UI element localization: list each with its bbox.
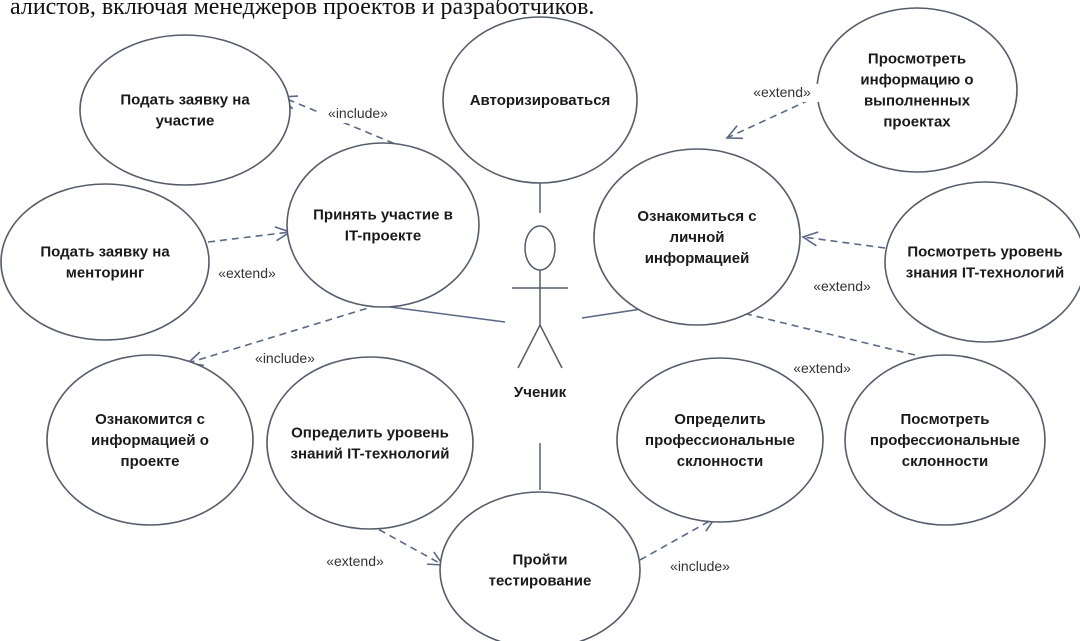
usecase-label: личной [670,229,725,246]
usecase-label: знаний IT-технологий [291,446,450,463]
usecase-label: Ознакомится с [95,411,205,428]
extend-arrow-it-knowledge [801,231,886,249]
usecase-apply-mentoring[interactable]: Подать заявку на менторинг [0,183,210,341]
arrowhead [801,231,819,247]
usecase-label: информацией о [91,432,209,449]
relation-label-extend-testing: «extend» [326,553,384,569]
usecase-ellipse [439,491,641,641]
usecase-view-completed-projects[interactable]: Просмотреть информацию о выполненных проект… [816,7,1018,173]
usecase-project-info[interactable]: Ознакомится с информацией о проекте [46,354,254,526]
usecase-label: проектах [883,114,951,131]
actor-right-leg [539,324,563,369]
usecase-label: Подать заявку на [120,92,250,109]
usecase-pass-testing[interactable]: Пройти тестирование [439,491,641,641]
extend-arrow-mentoring [207,226,292,243]
usecase-ellipse [616,357,824,523]
arrowhead [725,125,744,140]
include-arrow-prof [639,517,717,561]
usecase-determine-prof[interactable]: Определить профессиональные склонности [616,357,824,523]
usecase-label: тестирование [489,573,592,590]
usecase-label: Авторизироваться [470,92,611,109]
usecase-label: Принять участие в [313,207,453,224]
usecase-label: склонности [902,453,989,470]
relation-label-extend-mentoring: «extend» [218,265,276,281]
usecase-ellipse [46,354,254,526]
usecase-ellipse [266,356,474,530]
usecase-label: выполненных [864,93,971,110]
usecase-label: информацией [645,250,750,267]
usecase-ellipse [593,148,801,326]
usecase-label: Пройти [513,552,568,569]
usecase-label: информацию о [860,72,973,89]
usecase-take-part-project[interactable]: Принять участие в IT-проекте [286,142,480,308]
usecase-ellipse [79,34,291,186]
extend-arrow-completed [725,94,821,140]
usecase-label: знания IT-технологий [906,265,1064,282]
usecase-apply-participation[interactable]: Подать заявку на участие [79,34,291,186]
use-cases: Подать заявку научастиеАвторизироватьсяП… [0,7,1080,641]
usecase-ellipse [442,16,638,184]
usecase-view-it-knowledge[interactable]: Посмотреть уровень знания IT-технологий [884,181,1080,343]
usecase-ellipse [844,354,1046,526]
usecase-label: Определить [674,411,765,428]
relation-label-extend-it-knowledge: «extend» [813,278,871,294]
relation-label-extend-prof: «extend» [793,360,851,376]
usecase-label: профессиональные [645,432,795,449]
relation-label-extend-completed: «extend» [753,84,811,100]
usecase-label: проекте [121,453,180,470]
usecase-ellipse [286,142,480,308]
association-take-part [389,306,506,323]
usecase-ellipse [884,181,1080,343]
usecase-label: участие [156,113,215,130]
usecase-label: склонности [677,453,764,470]
usecase-view-prof[interactable]: Посмотреть профессиональные склонности [844,354,1046,526]
actor-left-leg [517,324,541,369]
relation-label-include-prof: «include» [670,558,730,574]
usecase-label: Определить уровень [291,425,449,442]
usecase-determine-it-level[interactable]: Определить уровень знаний IT-технологий [266,356,474,530]
usecase-label: Посмотреть уровень [907,244,1062,261]
usecase-label: Просмотреть [868,51,966,68]
relation-label-include-project-info: «include» [255,350,315,366]
usecase-personal-info[interactable]: Ознакомиться с личной информацией [593,148,801,326]
relation-label-include-apply: «include» [328,105,388,121]
usecase-ellipse [0,183,210,341]
relationship-labels: «include» «extend» «extend» «extend» «includ… [218,84,871,574]
actor-label: Ученик [514,384,567,401]
usecase-label: IT-проекте [345,228,421,245]
usecase-label: Посмотреть [901,411,990,428]
usecase-label: менторинг [66,265,145,282]
actor-head [524,225,556,271]
usecase-label: профессиональные [870,432,1020,449]
usecase-label: Подать заявку на [40,244,170,261]
usecase-ellipse [816,7,1018,173]
actor-student: Ученик [512,225,568,401]
usecase-label: Ознакомиться с [637,208,756,225]
header-text: алистов, включая менеджеров проектов и р… [10,0,595,20]
usecase-authorize[interactable]: Авторизироваться [442,16,638,184]
